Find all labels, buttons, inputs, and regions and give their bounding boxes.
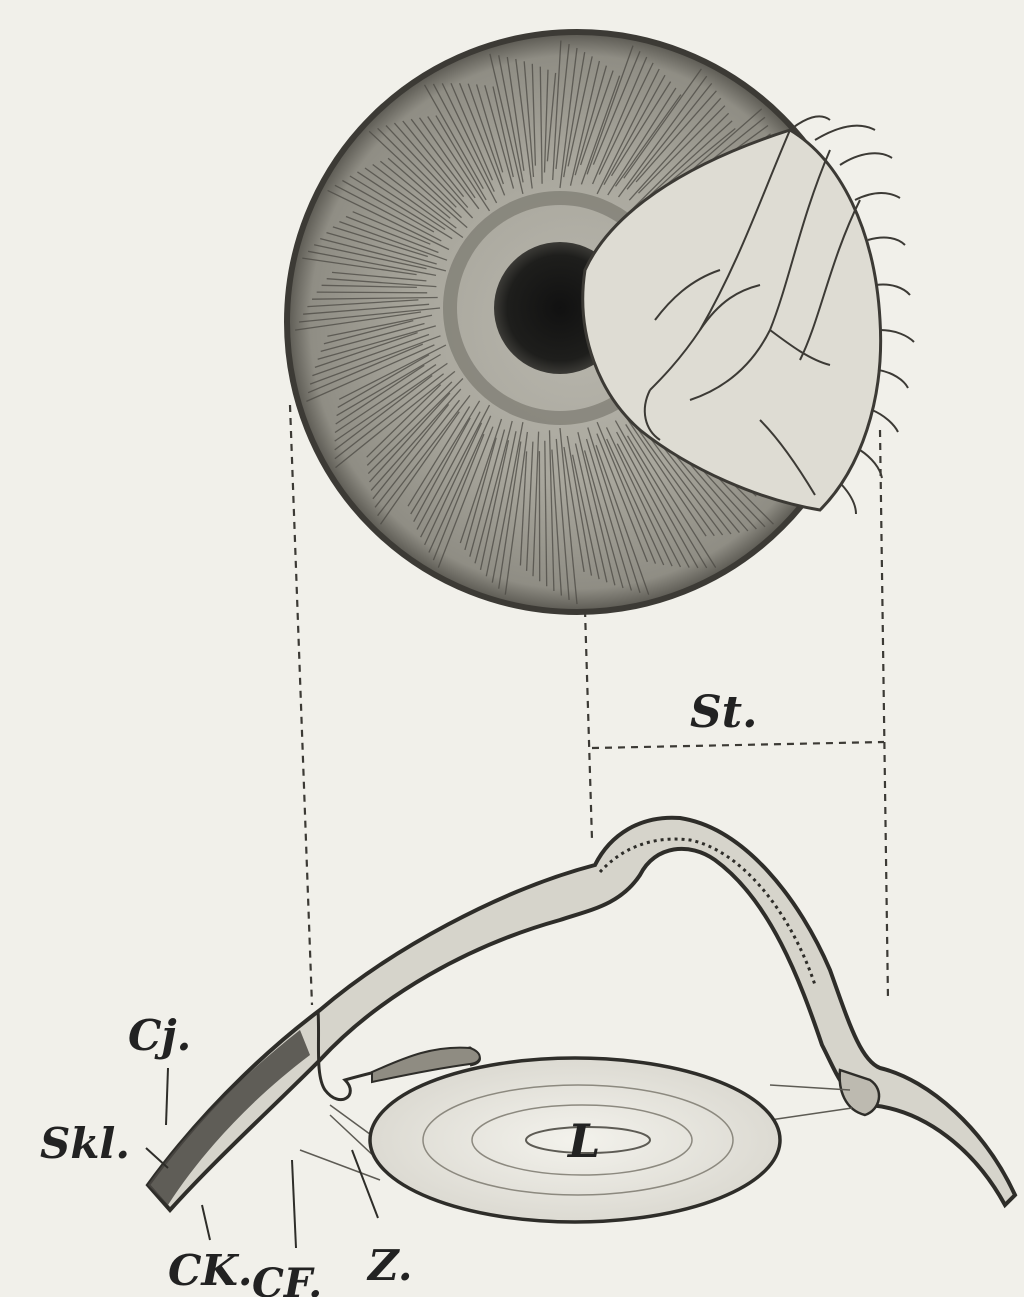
iris-striation-stroke — [317, 292, 428, 293]
label-cj: Cj. — [128, 1011, 191, 1060]
label-st: St. — [690, 687, 757, 738]
label-z: Z. — [366, 1241, 413, 1290]
label-ck: CK. — [168, 1246, 253, 1295]
label-cf: CF. — [252, 1260, 322, 1297]
label-skl: Skl. — [40, 1119, 130, 1168]
label-l: L — [566, 1114, 600, 1168]
eye-cross-section — [146, 818, 1015, 1248]
